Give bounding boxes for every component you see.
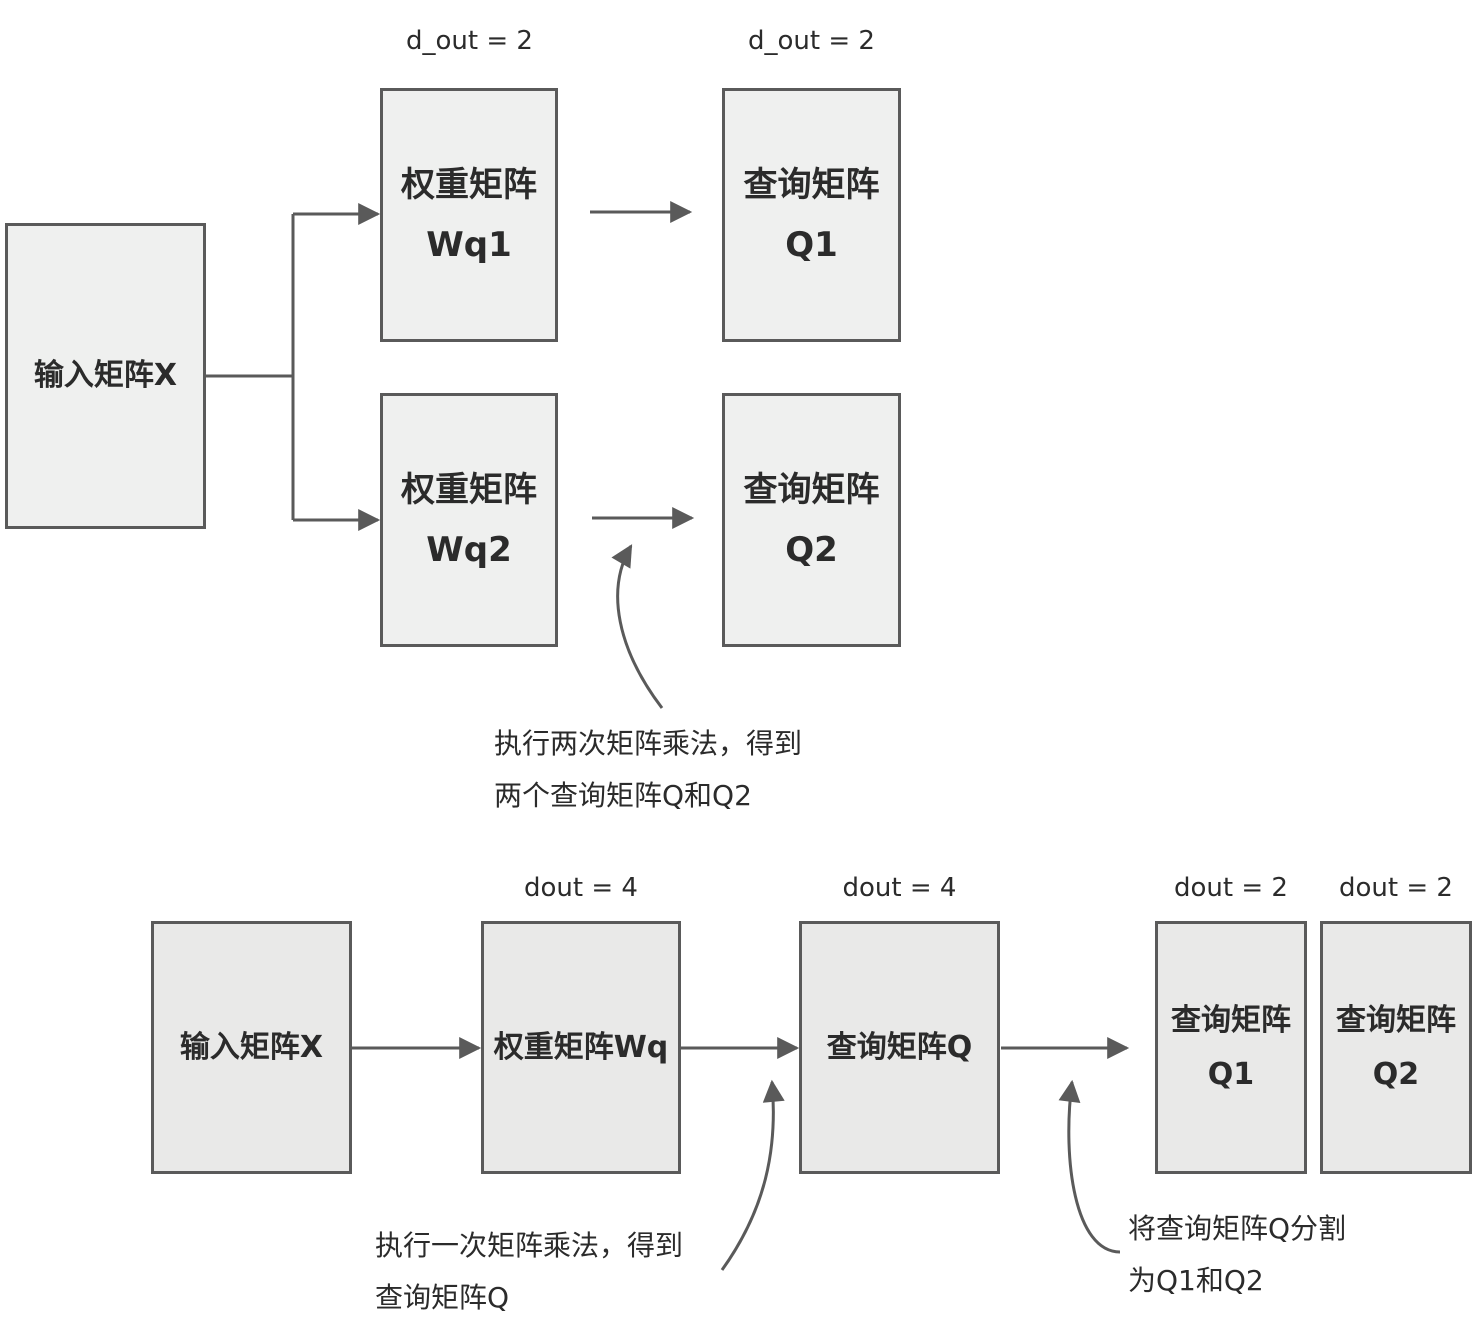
wq-dim-label: dout = 4	[524, 873, 638, 903]
query-matrix-q2-box: 查询矩阵 Q2	[722, 393, 901, 647]
note-one-multiplication: 执行一次矩阵乘法，得到 查询矩阵Q	[375, 1220, 683, 1324]
weight-matrix-wq1-box: 权重矩阵 Wq1	[380, 88, 558, 342]
note-split-line1: 将查询矩阵Q分割	[1128, 1212, 1347, 1245]
split-q2-dim-label: dout = 2	[1339, 873, 1453, 903]
q1-dim-label: d_out = 2	[748, 26, 875, 56]
wq2-name: Wq2	[426, 530, 512, 570]
wq2-title: 权重矩阵	[401, 470, 537, 510]
wq1-dim-label: d_out = 2	[406, 26, 533, 56]
note-one-line2: 查询矩阵Q	[375, 1281, 510, 1314]
q2-name: Q2	[785, 530, 838, 570]
input-matrix-label-bottom: 输入矩阵X	[179, 1029, 324, 1065]
note-one-line1: 执行一次矩阵乘法，得到	[375, 1229, 684, 1262]
callout-curve-split	[1058, 1079, 1121, 1254]
note-two-line2: 两个查询矩阵Q和Q2	[494, 779, 752, 812]
note-two-multiplications: 执行两次矩阵乘法，得到 两个查询矩阵Q和Q2	[494, 718, 802, 822]
split-q1-dim-label: dout = 2	[1174, 873, 1288, 903]
q1-title: 查询矩阵	[743, 165, 880, 205]
weight-matrix-wq2-box: 权重矩阵 Wq2	[380, 393, 558, 647]
q1-name: Q1	[785, 225, 838, 265]
weight-matrix-wq-box: 权重矩阵Wq	[481, 921, 681, 1174]
query-matrix-q-box: 查询矩阵Q	[799, 921, 1000, 1174]
wq-label: 权重矩阵Wq	[493, 1029, 669, 1065]
note-split-line2: 为Q1和Q2	[1128, 1264, 1264, 1297]
input-matrix-x-box: 输入矩阵X	[5, 223, 206, 529]
wq1-title: 权重矩阵	[401, 165, 537, 205]
note-two-line1: 执行两次矩阵乘法，得到	[494, 727, 803, 760]
split-q2-title: 查询矩阵	[1336, 1002, 1456, 1038]
split-connector	[206, 214, 295, 520]
q-dim-label: dout = 4	[842, 873, 957, 903]
split-query-q2-box: 查询矩阵 Q2	[1320, 921, 1472, 1174]
wq1-name: Wq1	[426, 225, 512, 265]
callout-curve-top	[611, 544, 664, 709]
split-q1-title: 查询矩阵	[1171, 1002, 1291, 1038]
split-query-q1-box: 查询矩阵 Q1	[1155, 921, 1307, 1174]
callout-curve-multiply	[720, 1079, 785, 1271]
input-matrix-label: 输入矩阵X	[33, 358, 178, 393]
input-matrix-x-box-bottom: 输入矩阵X	[151, 921, 352, 1174]
q2-title: 查询矩阵	[743, 470, 880, 510]
q-label: 查询矩阵Q	[826, 1029, 973, 1065]
split-q2-name: Q2	[1372, 1056, 1420, 1092]
query-matrix-q1-box: 查询矩阵 Q1	[722, 88, 901, 342]
split-q1-name: Q1	[1207, 1056, 1255, 1092]
note-split: 将查询矩阵Q分割 为Q1和Q2	[1128, 1203, 1346, 1307]
